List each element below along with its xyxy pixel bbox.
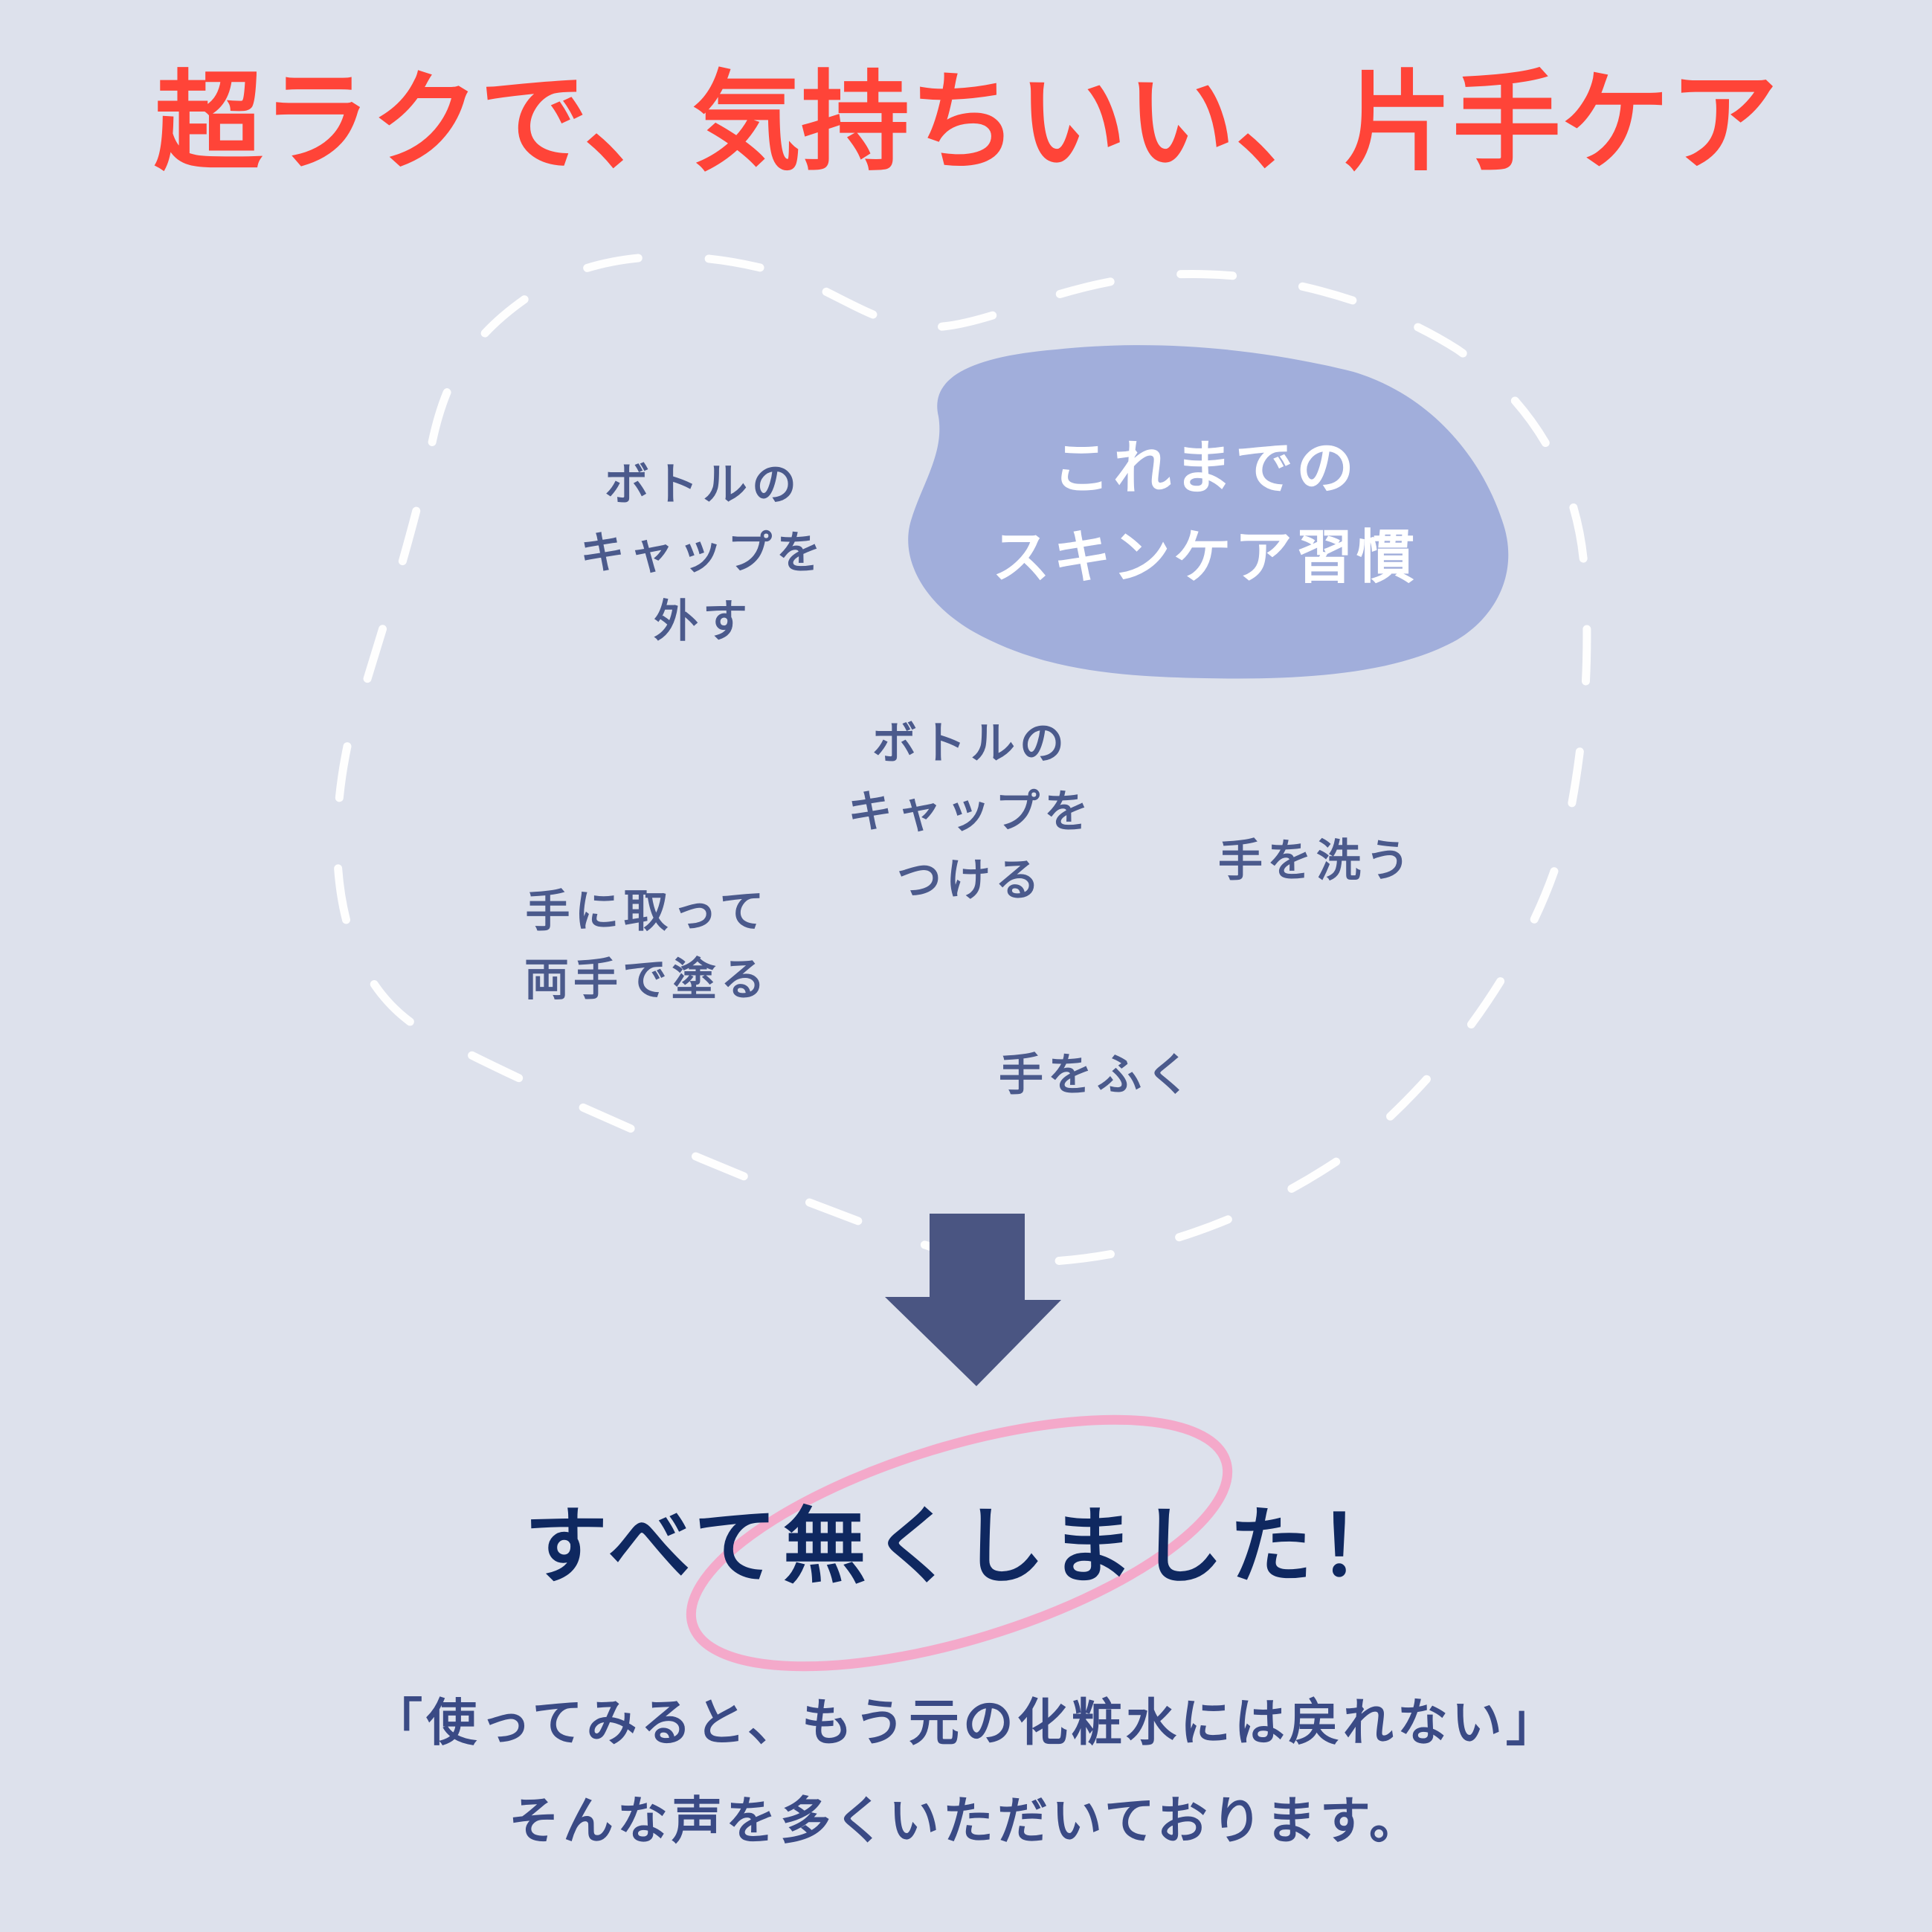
- step-line: キャップを: [580, 527, 825, 579]
- step-line: 手に取って: [525, 886, 769, 938]
- step-line: ボトルの: [605, 459, 801, 511]
- step-wash-hands: 手を洗う: [1197, 827, 1435, 895]
- step-wipe-hands: 手をふく: [982, 1041, 1212, 1110]
- down-arrow-icon: [885, 1214, 1061, 1386]
- previous-routine-line2: スキンケア習慣: [992, 524, 1417, 591]
- step-replace-cap: ボトルの キャップを つける: [818, 709, 1123, 915]
- heart-dashed-outline-icon: [332, 252, 1591, 1267]
- step-line: 両手で塗る: [524, 954, 770, 1006]
- previous-routine-label: これまでの スキンケア習慣: [944, 424, 1465, 602]
- step-remove-cap: ボトルの キャップを 外す: [550, 451, 855, 656]
- previous-routine-line1: これまでの: [1052, 435, 1357, 502]
- step-line: 手を洗う: [1218, 835, 1414, 887]
- highlight-circle-icon: [686, 1414, 1233, 1672]
- step-apply-both-hands: 手に取って 両手で塗る: [513, 878, 781, 1014]
- step-line: キャップを: [848, 786, 1093, 838]
- step-line: つける: [897, 854, 1044, 907]
- testimonial-quote: 「使ってみると、もう元の化粧水には戻れない」: [372, 1694, 1560, 1753]
- testimonial-caption: そんな声を多くいただいております。: [508, 1792, 1424, 1851]
- step-line: ボトルの: [872, 718, 1069, 770]
- page-title: 超ラクで、気持ちいい、片手ケア: [153, 59, 1779, 186]
- highlight-blob-shape: [908, 345, 1509, 679]
- step-line: 外す: [654, 596, 752, 648]
- headline: すべて無くしました！: [524, 1498, 1408, 1595]
- step-line: 手をふく: [999, 1049, 1195, 1101]
